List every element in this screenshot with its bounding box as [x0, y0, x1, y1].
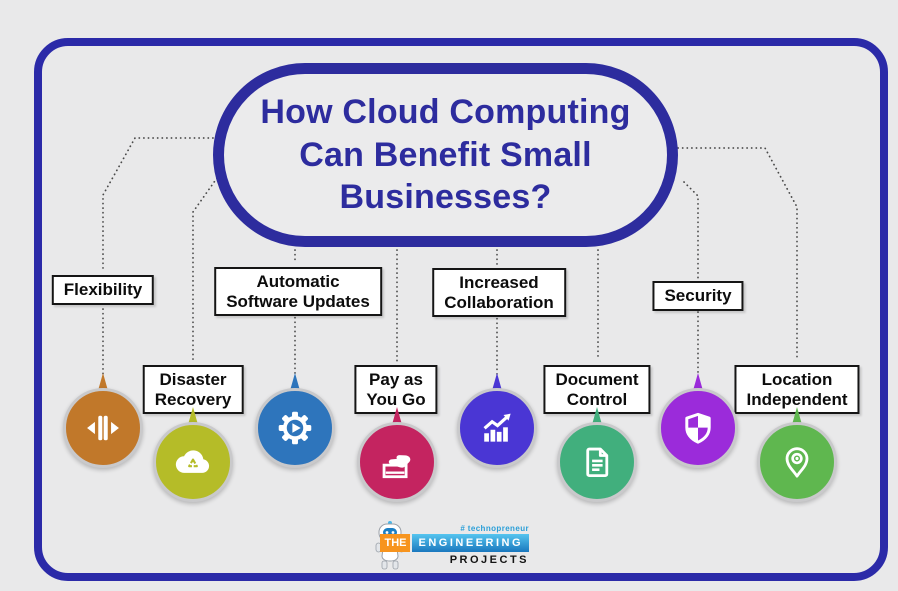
label-security: Security — [652, 281, 744, 311]
title-box: How Cloud Computing Can Benefit Small Bu… — [213, 63, 678, 247]
location-pin-icon — [785, 447, 809, 478]
page-title: How Cloud Computing Can Benefit Small Bu… — [260, 92, 631, 217]
circle-flexibility — [63, 388, 143, 468]
label-automatic-updates: Automatic Software Updates — [214, 267, 382, 317]
circle-pointer — [188, 407, 198, 424]
document-icon — [586, 447, 609, 478]
circle-location-independent — [757, 422, 837, 502]
label-increased-collab: Increased Collaboration — [432, 268, 566, 318]
circle-pointer — [290, 373, 300, 390]
shield-icon — [685, 412, 711, 444]
circle-pointer — [492, 373, 502, 390]
circle-pointer — [98, 373, 108, 390]
logo-word-the: THE — [380, 534, 411, 552]
label-document-control: Document Control — [543, 365, 651, 415]
logo-word-projects: PROJECTS — [449, 554, 529, 566]
outer-frame — [34, 38, 888, 581]
circle-disaster-recovery — [153, 422, 233, 502]
growth-chart-icon — [483, 413, 511, 442]
circle-pointer — [592, 407, 602, 424]
circle-increased-collaboration — [457, 388, 537, 468]
circle-pointer — [693, 373, 703, 390]
label-flexibility: Flexibility — [51, 275, 155, 305]
circle-pay-as-you-go — [357, 422, 437, 502]
label-pay-as-you-go: Pay as You Go — [354, 365, 438, 415]
flexibility-icon — [87, 415, 119, 441]
brand-logo: # technopreneur THE ENGINEERING PROJECTS — [369, 520, 531, 574]
hand-payment-icon — [382, 455, 411, 479]
circle-automatic-updates — [255, 388, 335, 468]
label-disaster-recovery: Disaster Recovery — [142, 365, 244, 415]
circle-pointer — [792, 407, 802, 424]
logo-hashtag: # technopreneur — [460, 524, 529, 533]
circle-pointer — [392, 407, 402, 424]
circle-security — [658, 388, 738, 468]
logo-word-engineering: ENGINEERING — [412, 534, 529, 552]
gear-play-icon — [278, 411, 312, 445]
label-location-independent: Location Independent — [734, 365, 860, 415]
cloud-recycle-icon — [175, 450, 210, 473]
circle-document-control — [557, 422, 637, 502]
